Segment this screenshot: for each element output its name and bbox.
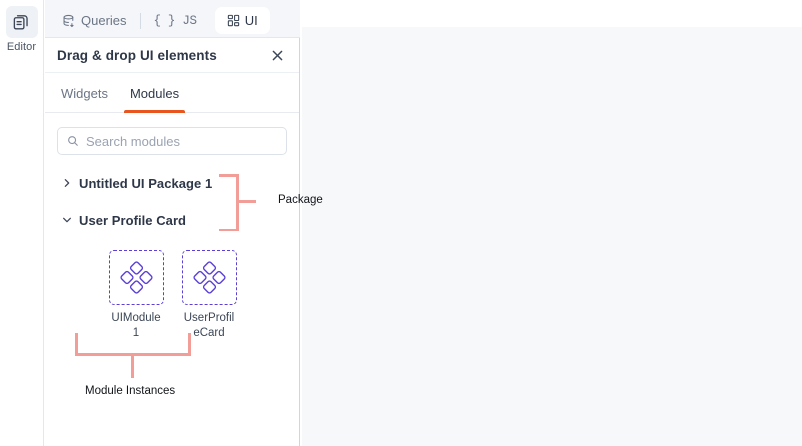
app-canvas[interactable] [302, 27, 802, 446]
modules-tree: Untitled UI Package 1 User Profile Card [45, 155, 299, 341]
close-icon[interactable] [268, 46, 286, 64]
tab-queries-label: Queries [81, 13, 127, 28]
module-item-uimodule-1[interactable]: UIModule 1 [108, 250, 164, 341]
tab-modules-label: Modules [129, 86, 180, 101]
tab-js-label: { } JS [153, 13, 198, 28]
module-name-label: UIModule 1 [111, 312, 161, 339]
tree-item-user-profile-card[interactable]: User Profile Card [45, 205, 299, 235]
module-item-userprofilecard[interactable]: UserProfileCard [181, 250, 237, 341]
chevron-down-icon [62, 215, 72, 225]
editor-tab-strip: Queries { } JS UI [45, 0, 300, 38]
panel-header: Drag & drop UI elements [45, 38, 299, 73]
tab-divider [139, 12, 141, 29]
tab-modules[interactable]: Modules [119, 86, 190, 113]
database-icon [62, 14, 76, 28]
search-box[interactable] [57, 127, 287, 155]
search-input[interactable] [86, 133, 277, 149]
module-diamonds-icon [192, 261, 226, 294]
panel-title: Drag & drop UI elements [57, 47, 217, 63]
rail-item-editor[interactable]: Editor [5, 6, 38, 53]
tab-queries[interactable]: Queries [50, 6, 139, 35]
module-tile[interactable] [108, 250, 164, 305]
panel-sub-tabs: Widgets Modules [45, 73, 299, 113]
tab-js[interactable]: { } JS [142, 6, 209, 35]
module-tile[interactable] [181, 250, 237, 305]
tab-widgets[interactable]: Widgets [50, 86, 119, 112]
ui-elements-panel: Drag & drop UI elements Widgets Modules [45, 38, 300, 446]
left-rail: Editor [0, 0, 44, 446]
tab-widgets-label: Widgets [61, 86, 108, 101]
tree-item-untitled-ui-package-1[interactable]: Untitled UI Package 1 [45, 168, 299, 198]
grid-squares-icon [227, 14, 240, 27]
canvas-top-strip [300, 0, 802, 27]
search-area [45, 113, 299, 155]
search-icon [67, 135, 79, 147]
tree-item-label: Untitled UI Package 1 [79, 175, 213, 191]
module-name-label: UserProfileCard [183, 312, 235, 339]
tree-item-label: User Profile Card [79, 212, 187, 228]
module-diamonds-icon [119, 261, 153, 294]
rail-item-editor-label: Editor [6, 41, 37, 53]
chevron-right-icon [62, 178, 72, 188]
copy-pages-icon [5, 6, 38, 38]
tab-ui[interactable]: UI [214, 7, 270, 34]
module-instances-grid: UIModule 1 UserProfileCar [45, 235, 299, 341]
tab-ui-label: UI [244, 13, 258, 28]
